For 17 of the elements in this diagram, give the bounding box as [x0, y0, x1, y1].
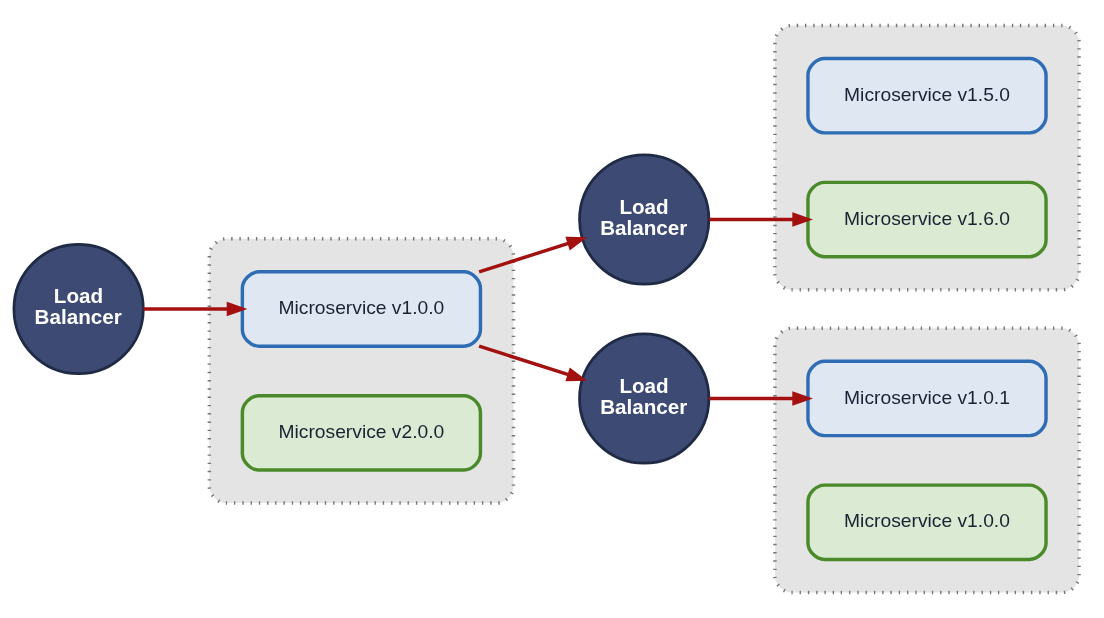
node-circle: Load Balancer — [578, 153, 711, 286]
arrow — [709, 391, 813, 406]
node-box: Microservice v1.6.0 — [806, 180, 1048, 259]
node-circle: Load Balancer — [578, 332, 711, 465]
cluster — [207, 237, 516, 505]
node-circle: Load Balancer — [12, 242, 145, 376]
arrow — [478, 344, 588, 382]
cluster — [773, 326, 1081, 595]
node-box: Microservice v1.0.0 — [240, 270, 483, 348]
node-box: Microservice v1.0.0 — [806, 483, 1048, 562]
node-box: Microservice v1.5.0 — [806, 56, 1048, 135]
arrow — [478, 236, 588, 274]
node-box: Microservice v1.0.1 — [806, 359, 1048, 438]
cluster — [773, 23, 1081, 292]
arrow — [709, 212, 813, 227]
node-box: Microservice v2.0.0 — [240, 393, 483, 472]
arrow — [143, 301, 248, 317]
